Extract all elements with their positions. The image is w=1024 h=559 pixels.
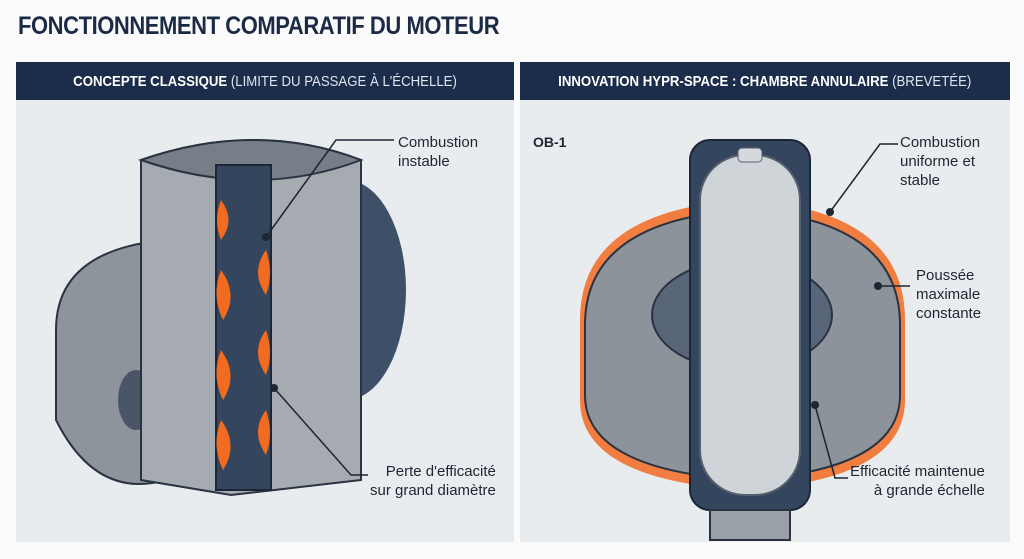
callout-line: instable xyxy=(398,153,450,170)
callout-constant-thrust: Poussée maximale constante xyxy=(916,266,981,323)
annular-engine-illustration: OB-1 xyxy=(533,134,910,541)
callout-efficiency-loss: Perte d'efficacité sur grand diamètre xyxy=(370,462,496,500)
thread-nozzle xyxy=(709,509,791,541)
ob1-tag: OB-1 xyxy=(533,134,567,150)
classic-concept-panel: CONCEPTE CLASSIQUE (LIMITE DU PASSAGE À … xyxy=(16,62,514,542)
header-rest: (LIMITE DU PASSAGE À L'ÉCHELLE) xyxy=(227,72,457,90)
callout-efficiency-kept: Efficacité maintenue à grande échelle xyxy=(850,462,985,500)
callout-line: uniforme et xyxy=(900,153,976,170)
panel-header: INNOVATION HYPR-SPACE : CHAMBRE ANNULAIR… xyxy=(520,62,1010,100)
callout-line: Perte d'efficacité xyxy=(385,463,496,480)
header-rest: (BREVETÉE) xyxy=(888,72,972,90)
callout-line: maximale xyxy=(916,286,981,303)
callout-line: sur grand diamètre xyxy=(370,482,496,499)
callout-line: constante xyxy=(916,305,982,322)
header-bold: CONCEPTE CLASSIQUE xyxy=(73,72,228,90)
panel-header: CONCEPTE CLASSIQUE (LIMITE DU PASSAGE À … xyxy=(16,62,514,100)
inner-tank xyxy=(699,154,801,496)
flame-icon xyxy=(216,200,270,470)
callout-line: Combustion xyxy=(900,134,981,151)
callout-uniform-combustion: Combustion uniforme et stable xyxy=(900,133,980,190)
callout-line: à grande échelle xyxy=(873,482,985,499)
classic-engine-illustration xyxy=(55,139,406,497)
callout-line: stable xyxy=(900,172,941,189)
page-title: FONCTIONNEMENT COMPARATIF DU MOTEUR xyxy=(18,12,500,40)
callout-unstable: Combustion instable xyxy=(398,133,478,171)
callout-line: Combustion xyxy=(398,134,479,151)
annular-chamber-panel: INNOVATION HYPR-SPACE : CHAMBRE ANNULAIR… xyxy=(520,62,1010,542)
header-bold: INNOVATION HYPR-SPACE : CHAMBRE ANNULAIR… xyxy=(558,72,889,90)
callout-line: Efficacité maintenue xyxy=(850,463,985,480)
callout-line: Poussée xyxy=(916,267,975,284)
